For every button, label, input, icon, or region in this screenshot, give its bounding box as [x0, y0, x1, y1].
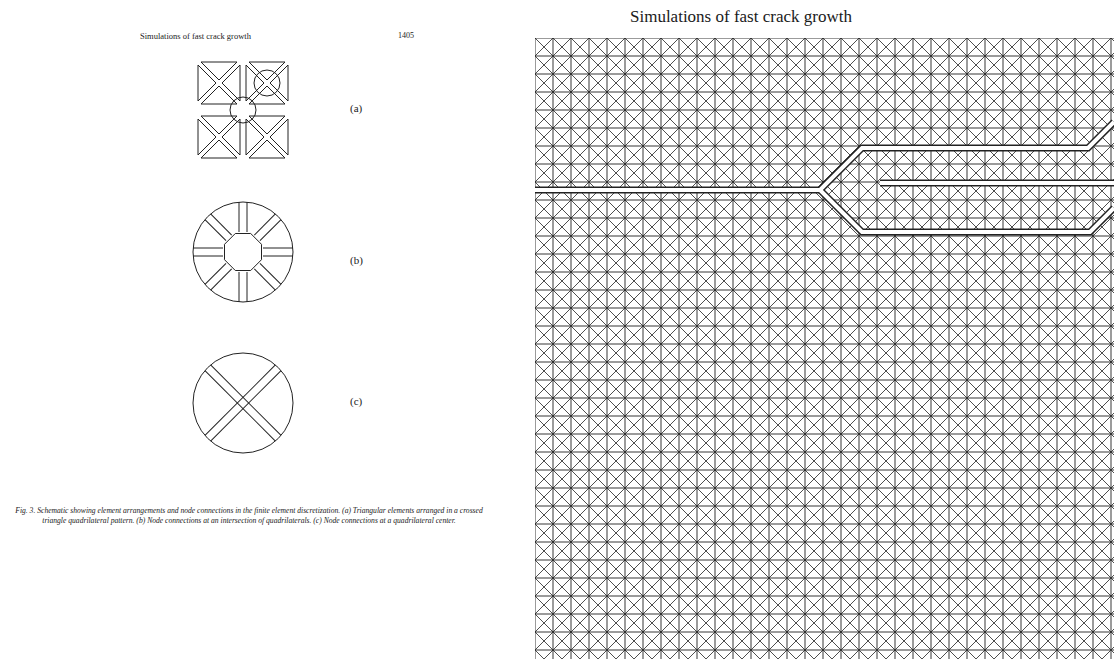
figure-title: Simulations of fast crack growth: [630, 7, 852, 27]
mesh-figure: [535, 38, 1114, 659]
running-head: Simulations of fast crack growth: [140, 31, 251, 41]
figure-caption: Fig. 3. Schematic showing element arrang…: [4, 506, 494, 525]
panel-label: (a): [350, 102, 362, 114]
panel-label: (c): [350, 395, 362, 407]
page-number: 1405: [398, 31, 414, 40]
node-schematic-c: [193, 353, 293, 453]
element-schematic-a: [198, 62, 288, 158]
panel-label: (b): [350, 254, 363, 266]
node-schematic-b: [193, 202, 293, 302]
